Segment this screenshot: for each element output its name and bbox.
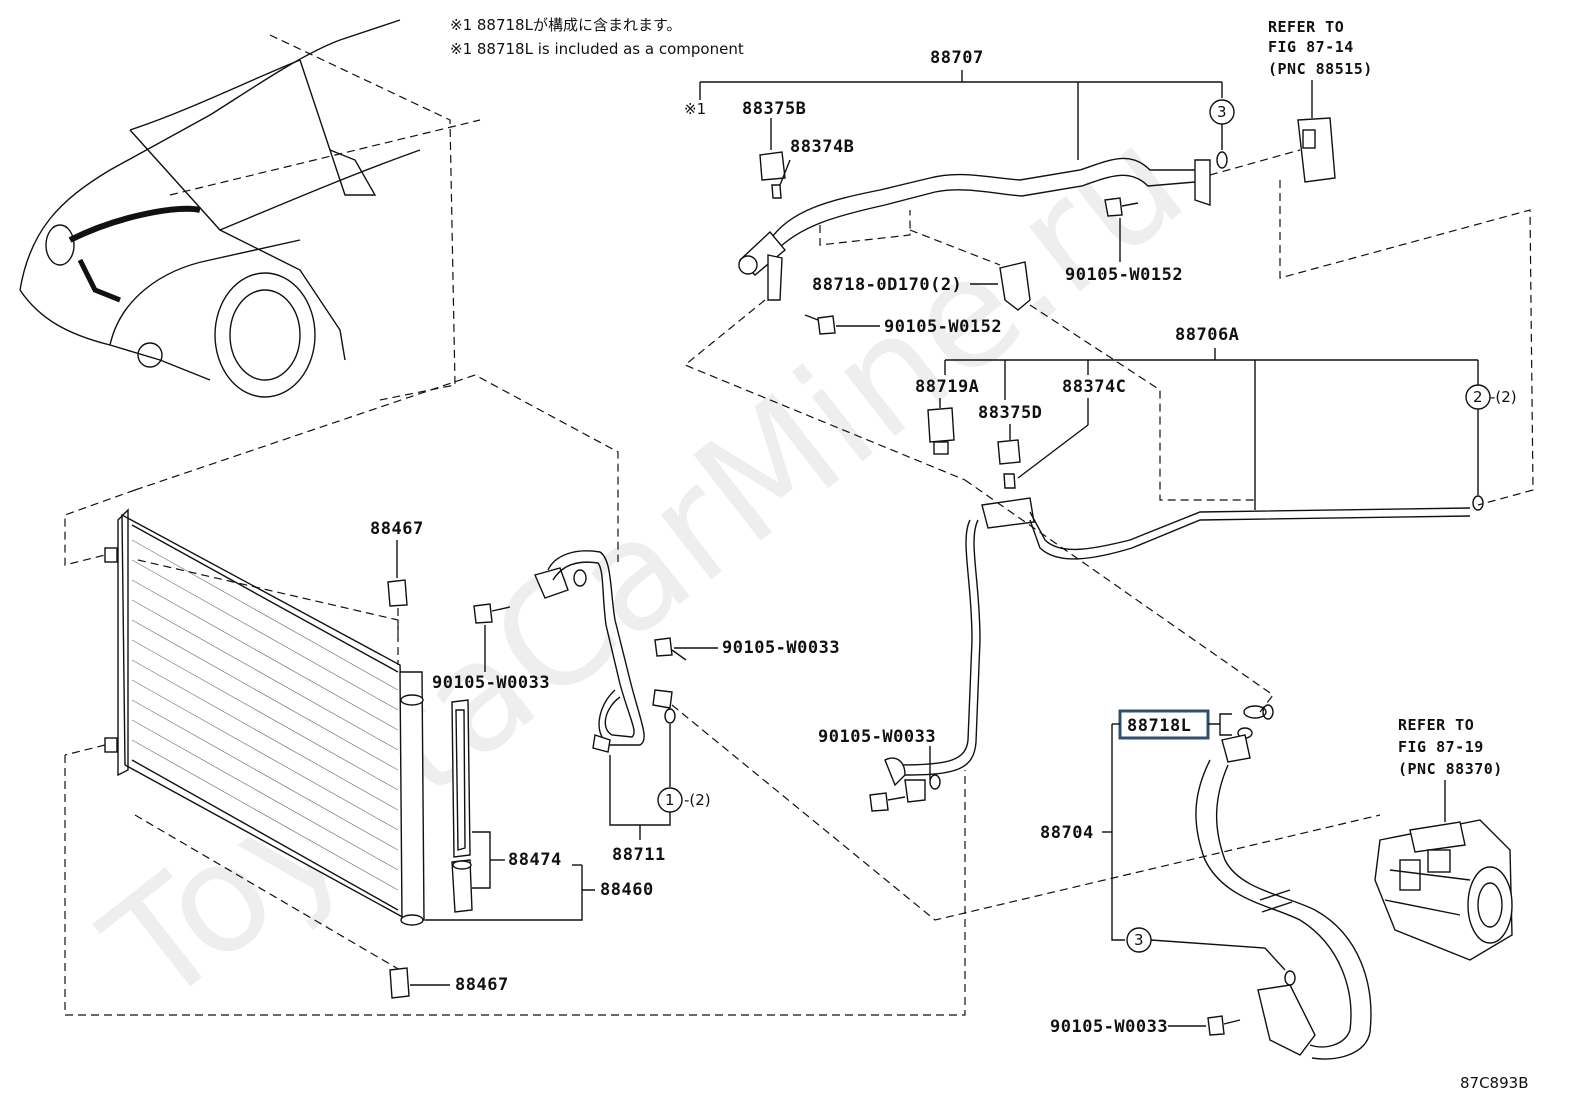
cap-88375D[interactable] bbox=[997, 439, 1021, 465]
label-bolt-d: 90105-W0033 bbox=[432, 673, 550, 693]
valve-core-88374C[interactable] bbox=[1003, 473, 1016, 489]
label-88719A: 88719A bbox=[915, 377, 979, 397]
svg-text:REFER TO: REFER TO bbox=[1398, 716, 1474, 734]
expansion-valve[interactable] bbox=[1297, 117, 1336, 183]
label-88460: 88460 bbox=[600, 880, 654, 900]
hose-88704[interactable] bbox=[1195, 734, 1372, 1060]
label-88707: 88707 bbox=[930, 48, 984, 68]
label-88718-0D170: 88718-0D170(2) bbox=[812, 275, 962, 295]
qty-2: -(2) bbox=[1490, 388, 1517, 406]
bolt-90105-W0033-condenser[interactable] bbox=[473, 603, 511, 624]
label-bolt-f: 90105-W0033 bbox=[1050, 1017, 1168, 1037]
circle-3-top: 3 bbox=[1217, 103, 1227, 121]
label-88374C: 88374C bbox=[1062, 377, 1126, 397]
pipe-88707[interactable] bbox=[738, 157, 1211, 301]
label-bolt-e: 90105-W0033 bbox=[722, 638, 840, 658]
label-88374B: 88374B bbox=[790, 137, 854, 157]
note-english: ※1 88718L is included as a component bbox=[450, 40, 744, 58]
svg-text:(PNC 88370): (PNC 88370) bbox=[1398, 760, 1503, 778]
label-bolt-a: 90105-W0152 bbox=[1065, 265, 1183, 285]
mark-1: ※1 bbox=[684, 100, 706, 118]
label-88711: 88711 bbox=[612, 845, 666, 865]
pipe-88706A[interactable] bbox=[884, 497, 1471, 787]
svg-text:FIG 87-14: FIG 87-14 bbox=[1268, 38, 1354, 56]
condenser-88460[interactable] bbox=[104, 508, 425, 926]
label-bolt-b: 90105-W0152 bbox=[884, 317, 1002, 337]
qty-1: -(2) bbox=[684, 791, 711, 809]
cushion-88467-top[interactable] bbox=[387, 579, 408, 607]
label-88375D: 88375D bbox=[978, 403, 1042, 423]
label-88706A: 88706A bbox=[1175, 325, 1239, 345]
vehicle-illustration bbox=[19, 19, 481, 401]
switch-88719A[interactable] bbox=[927, 407, 955, 443]
reference-top: REFER TO FIG 87-14 (PNC 88515) bbox=[1268, 18, 1373, 183]
label-88704: 88704 bbox=[1040, 823, 1094, 843]
circle-3-bottom: 3 bbox=[1134, 931, 1144, 949]
label-88467-top: 88467 bbox=[370, 519, 424, 539]
bolt-90105-W0033-hose[interactable] bbox=[1207, 1015, 1241, 1036]
cushion-88467-bottom[interactable] bbox=[389, 967, 410, 999]
bolt-90105-W0033-pipe[interactable] bbox=[654, 637, 687, 661]
label-bolt-c: 90105-W0033 bbox=[818, 727, 936, 747]
clamp-88718-0D170[interactable] bbox=[999, 261, 1031, 311]
svg-text:FIG 87-19: FIG 87-19 bbox=[1398, 738, 1484, 756]
valve-core-88374B[interactable] bbox=[771, 184, 782, 199]
cap-88375B[interactable] bbox=[759, 151, 786, 181]
bolt-90105-W0033-center[interactable] bbox=[869, 792, 906, 812]
label-88467-bottom: 88467 bbox=[455, 975, 509, 995]
bolt-90105-W0152-left[interactable] bbox=[804, 314, 836, 335]
label-88375B: 88375B bbox=[742, 99, 806, 119]
bolt-90105-W0152-right[interactable] bbox=[1104, 197, 1139, 217]
compressor[interactable] bbox=[1374, 819, 1513, 961]
svg-text:(PNC 88515): (PNC 88515) bbox=[1268, 60, 1373, 78]
reference-bottom: REFER TO FIG 87-19 (PNC 88370) bbox=[1398, 716, 1503, 778]
label-88474: 88474 bbox=[508, 850, 562, 870]
drier-88474[interactable] bbox=[451, 699, 473, 913]
svg-text:REFER TO: REFER TO bbox=[1268, 18, 1344, 36]
note-japanese: ※1 88718Lが構成に含まれます。 bbox=[450, 16, 681, 34]
circle-2: 2 bbox=[1473, 388, 1483, 406]
pipe-88711[interactable] bbox=[534, 550, 673, 753]
figure-code: 87C893B bbox=[1460, 1074, 1528, 1092]
circle-1: 1 bbox=[665, 791, 675, 809]
label-88718L[interactable]: 88718L bbox=[1127, 716, 1191, 736]
